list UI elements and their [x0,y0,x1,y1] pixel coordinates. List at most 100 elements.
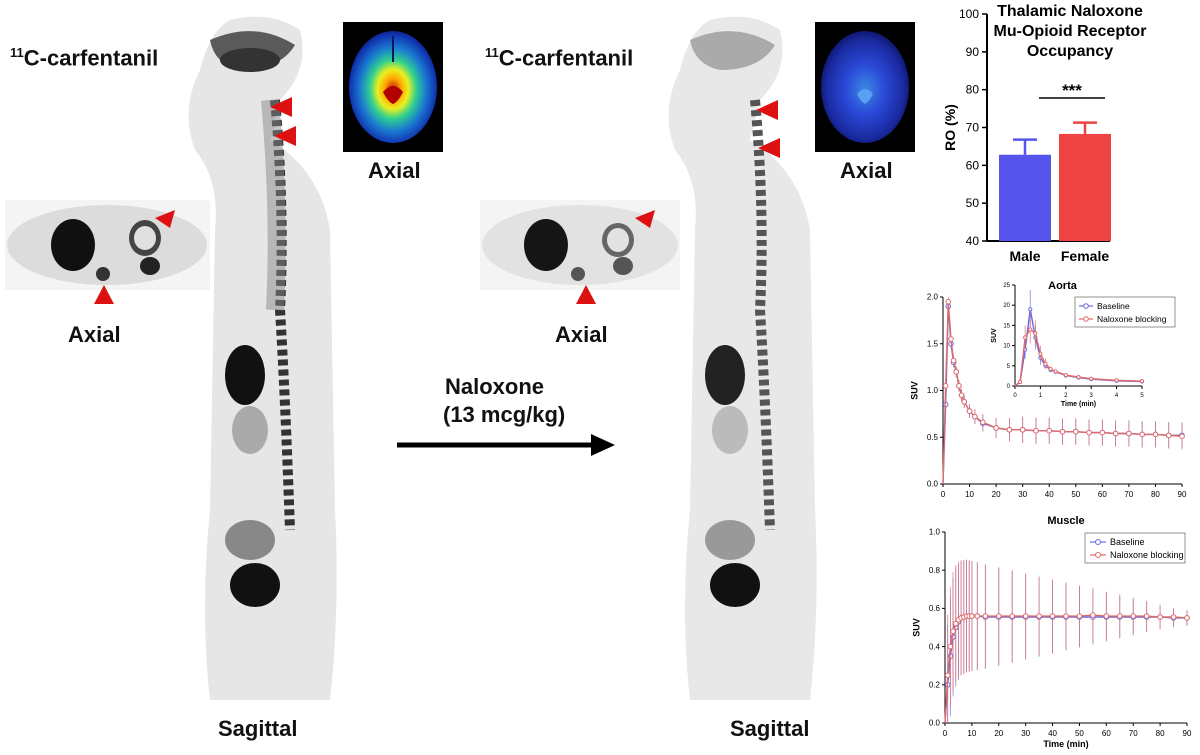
legend-label: Naloxone blocking [1110,550,1184,560]
middle-axial-brain-label: Axial [840,158,893,183]
y-tick-label: 10 [1003,344,1010,350]
legend-marker [1083,303,1089,309]
y-tick-label: 0.4 [929,642,941,651]
y-tick-label: 90 [966,45,980,59]
y-axis-label: SUV [911,618,921,637]
x-tick-label: 0 [1013,393,1017,399]
left-red-markers [94,97,296,304]
data-point [1170,614,1177,620]
marker-icon [270,97,292,117]
y-tick-label: 25 [1003,283,1010,289]
data-point [1086,429,1092,436]
middle-axial-chest-label: Axial [555,322,608,347]
data-point [1046,427,1053,434]
x-tick-label: 90 [1178,490,1187,499]
data-point [966,408,973,414]
y-tick-label: 0.2 [929,680,941,689]
data-point [995,613,1002,619]
x-tick-label: 5 [1140,393,1144,399]
marker-icon [576,285,596,304]
x-tick-label: 40 [1045,490,1054,499]
y-tick-label: 5 [1007,364,1011,370]
legend-label: Naloxone blocking [1097,314,1167,324]
data-point [1036,613,1042,619]
y-axis-label: SUV [909,381,919,400]
data-point [1033,331,1038,336]
data-point [947,643,954,650]
data-point [1022,613,1029,619]
y-tick-label: 1.5 [927,339,939,348]
middle-sagittal-image [650,10,830,710]
data-point [948,336,954,342]
data-point [950,357,957,364]
y-tick-label: 0 [1007,384,1011,390]
data-point [1028,307,1033,312]
middle-sagittal-label: Sagittal [730,716,810,741]
middle-axial-brain-image [815,22,915,152]
data-point [1103,613,1110,619]
x-tick-label: 90 [1183,729,1192,738]
data-point [1179,433,1185,440]
data-point [1184,615,1190,621]
chart-title: Thalamic Naloxone [997,3,1143,20]
middle-tracer-label: 11C-carfentanil [485,45,634,71]
data-point [1165,432,1172,439]
data-point [1033,427,1039,434]
y-tick-label: 15 [1003,323,1010,329]
x-tick-label: 20 [994,729,1003,738]
x-tick-label: 10 [967,729,976,738]
left-sagittal-label: Sagittal [218,716,298,741]
legend-box [1074,296,1176,328]
x-tick-label: 50 [1075,729,1084,738]
x-tick-label: 0 [941,490,946,499]
x-tick-label: 70 [1129,729,1138,738]
marker-icon [758,138,780,158]
y-tick-label: 40 [966,234,980,248]
y-tick-label: 0.0 [927,480,939,489]
y-tick-label: 0.6 [929,604,941,613]
data-point [1130,613,1137,619]
y-tick-label: 0.8 [929,566,941,575]
left-axial-chest-image [5,200,210,290]
data-point [1028,327,1033,332]
data-point [993,425,999,431]
y-tick-label: 0.5 [927,433,939,442]
x-tick-label: 30 [1018,490,1027,499]
x-tick-label: 2 [1064,393,1068,399]
data-point [1009,613,1016,619]
left-axial-brain-label: Axial [368,158,421,183]
data-point [961,398,968,405]
left-axial-chest-label: Axial [68,322,121,347]
data-point [1048,366,1053,372]
data-point [1126,430,1132,437]
data-point [1139,379,1145,384]
x-tick-label: 3 [1090,393,1094,399]
data-point [945,298,952,305]
legend-marker [1083,316,1089,322]
right-arrow-icon [397,434,615,456]
data-point [944,672,951,679]
data-point [1043,361,1048,366]
data-point [1076,613,1083,619]
data-point [1038,351,1043,356]
data-point [1049,613,1056,619]
legend-box [1084,532,1186,564]
x-axis-label: Time (min) [1061,401,1096,408]
data-point [1143,613,1150,619]
y-tick-label: 1.0 [927,386,939,395]
left-axial-brain-image [343,22,443,152]
x-tick-label: 1 [1039,393,1043,399]
x-tick-label: Male [1009,248,1040,264]
arrow-line2: (13 mcg/kg) [443,402,566,427]
legend-label: Baseline [1110,537,1145,547]
y-tick-label: 70 [966,121,980,135]
chart-title: Occupancy [1027,43,1113,60]
data-point [1090,612,1096,618]
data-point [1072,428,1079,435]
marker-icon [635,210,655,228]
y-tick-label: 0.0 [929,719,941,728]
x-tick-label: 10 [965,490,974,499]
y-tick-label: 1.0 [929,528,941,537]
